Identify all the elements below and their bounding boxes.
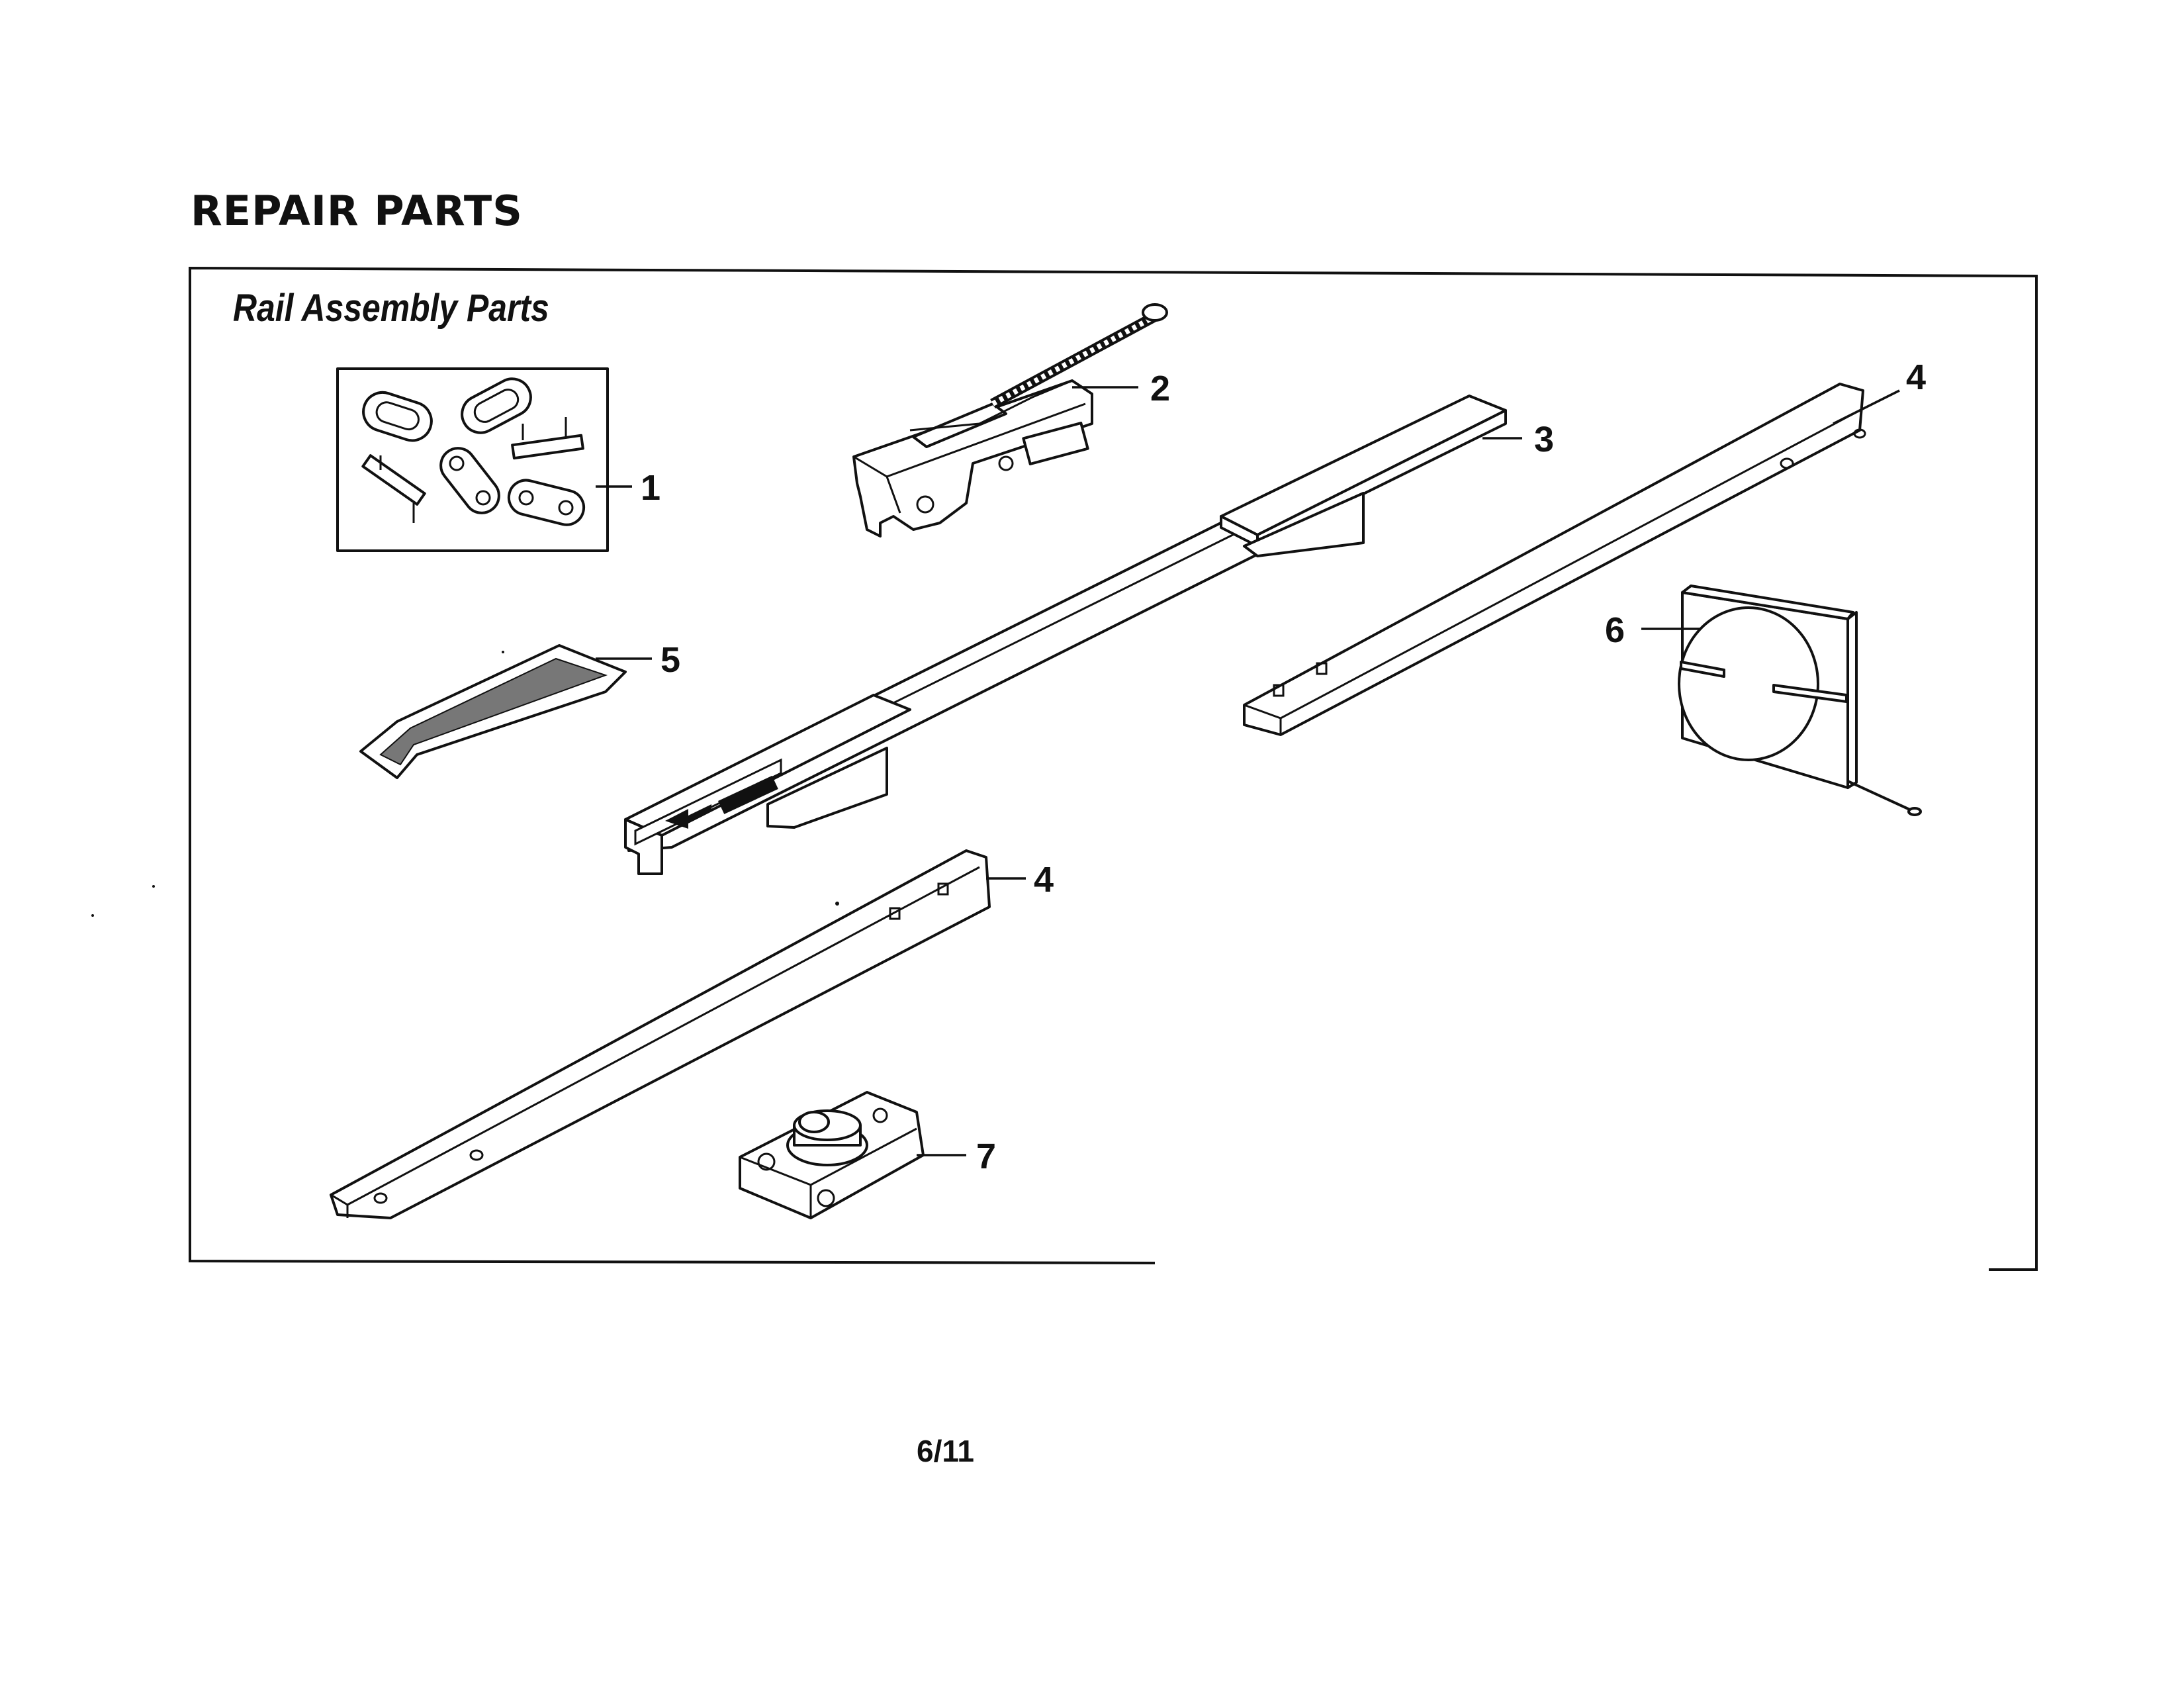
page-number: 6/11 xyxy=(917,1434,974,1468)
callout-label: 5 xyxy=(660,640,680,680)
part-3-rail-center-section[interactable] xyxy=(624,395,1507,875)
callout-3: 3 xyxy=(1482,420,1554,459)
callout-4-lower: 4 xyxy=(986,860,1054,900)
diagram-frame xyxy=(189,266,2038,1271)
callout-label: 4 xyxy=(1034,860,1054,900)
part-4-rail-section-lower[interactable] xyxy=(330,849,991,1219)
callout-7: 7 xyxy=(917,1137,996,1176)
part-1-master-link-kit[interactable] xyxy=(336,367,609,552)
page-heading: REPAIR PARTS xyxy=(191,187,523,235)
scan-specks xyxy=(91,651,839,917)
part-4-rail-section-upper[interactable] xyxy=(1243,383,1866,736)
callout-2: 2 xyxy=(1072,369,1170,408)
callout-label: 2 xyxy=(1150,369,1170,408)
callout-label: 4 xyxy=(1906,357,1926,397)
section-subheading: Rail Assembly Parts xyxy=(233,287,549,330)
callout-5: 5 xyxy=(596,640,680,680)
callout-label: 3 xyxy=(1534,420,1554,459)
part-2-trolley[interactable] xyxy=(852,303,1168,538)
part-5-owners-tag[interactable] xyxy=(359,644,627,779)
callout-4-upper: 4 xyxy=(1833,357,1926,425)
part-7-pulley-bracket[interactable] xyxy=(739,1091,925,1219)
part-6-door-bracket-assembly[interactable] xyxy=(1678,585,1922,816)
callout-label: 1 xyxy=(641,468,660,508)
callout-1: 1 xyxy=(596,468,660,508)
callout-label: 7 xyxy=(976,1137,996,1176)
callout-6: 6 xyxy=(1605,610,1701,650)
callout-label: 6 xyxy=(1605,610,1625,650)
